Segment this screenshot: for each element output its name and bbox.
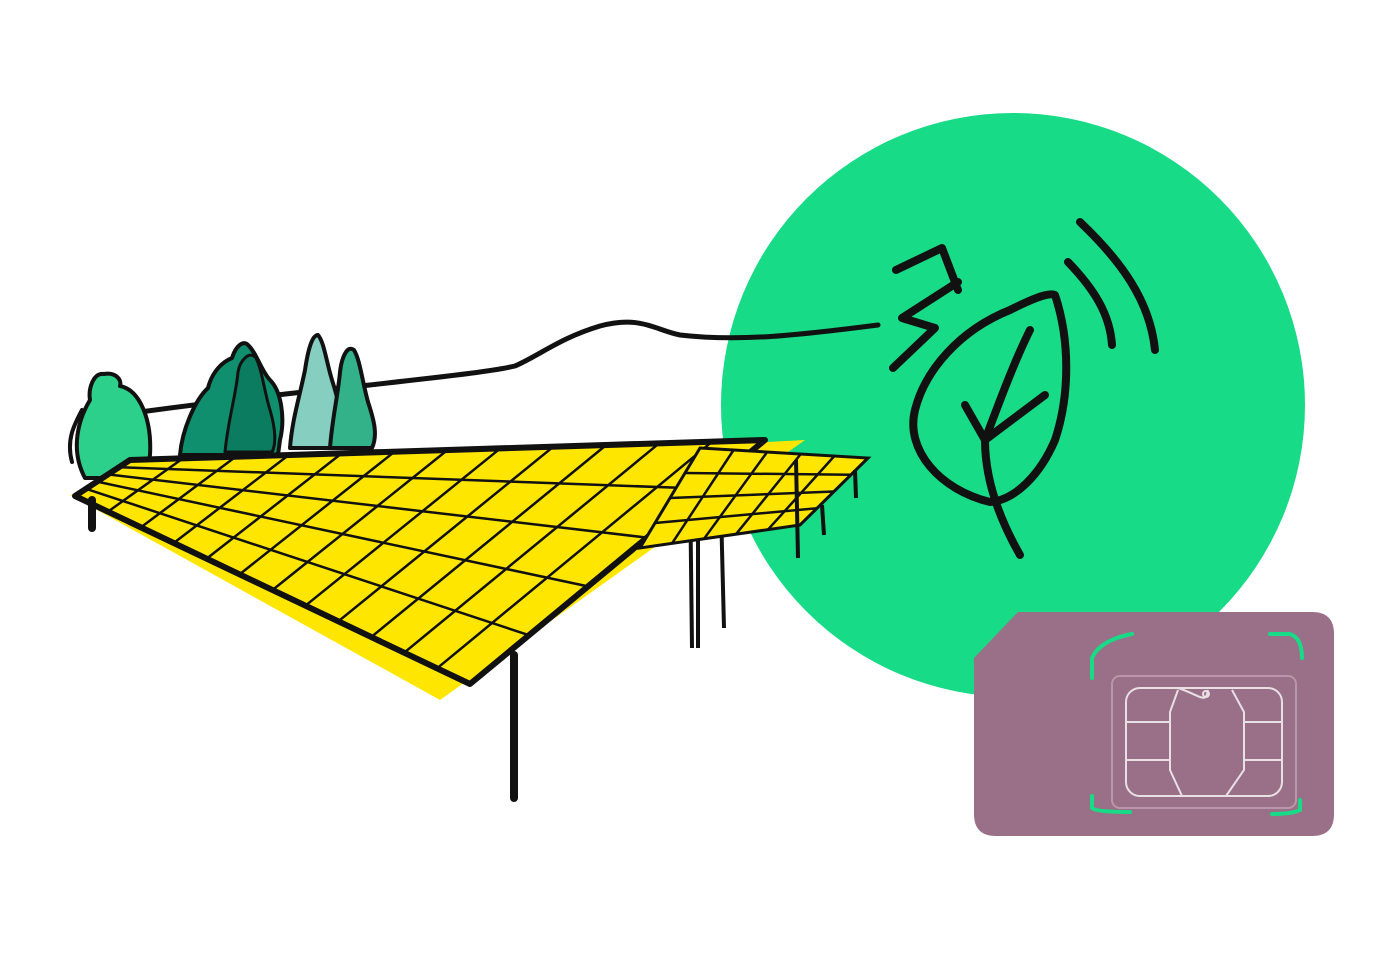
main-panel-grid-row-line <box>96 480 589 588</box>
back-panel-grid <box>654 449 852 545</box>
back-solar-panel <box>637 446 872 559</box>
tree-group <box>67 333 377 480</box>
sim-card <box>974 612 1334 836</box>
main-panel-grid-col-line <box>107 457 184 513</box>
sim-card-body <box>974 612 1334 836</box>
signal-waves-icon <box>1064 218 1159 354</box>
tree-dark-2 <box>223 353 277 454</box>
leaf-icon <box>909 290 1071 559</box>
back-panel-grid-row-line <box>654 507 818 525</box>
main-panel-grid-col-line <box>436 440 713 670</box>
sim-chip-icon <box>1111 675 1297 809</box>
green-circle <box>721 113 1305 697</box>
main-panel-grid-col-line <box>403 442 660 654</box>
main-panel-grid-row-line <box>85 487 530 637</box>
main-panel-grid-col-line <box>337 445 555 623</box>
main-panel-grid-col-line <box>172 454 290 544</box>
main-panel-grid-row-line <box>107 473 648 539</box>
main-panel-grid-row-line <box>118 465 707 491</box>
back-panel-grid-row-line <box>669 490 835 500</box>
back-panel-leg-3 <box>853 469 858 499</box>
tree-bush-left-outline <box>67 408 84 464</box>
back-panel-leg-2 <box>820 504 826 536</box>
main-panel-grid-col-line <box>140 455 237 529</box>
back-panel-grid-row-line <box>684 471 852 476</box>
main-panel-frame <box>72 437 768 687</box>
sim-corner-accents <box>1090 632 1304 816</box>
back-panel-leg-1 <box>794 459 800 559</box>
main-panel-grid-col-line <box>238 450 396 576</box>
tree-teal-2 <box>328 346 377 450</box>
main-solar-panel <box>72 437 768 802</box>
main-panel-grid <box>85 440 713 670</box>
main-panel-grid-col-line <box>370 444 608 638</box>
lightning-arrow-icon <box>889 244 962 372</box>
back-panel-frame <box>637 446 872 550</box>
main-panel-grid-col-line <box>271 449 449 591</box>
main-panel-face <box>75 440 765 684</box>
main-panel-grid-col-line <box>205 452 343 560</box>
main-panel-grid-col-line <box>304 447 502 607</box>
